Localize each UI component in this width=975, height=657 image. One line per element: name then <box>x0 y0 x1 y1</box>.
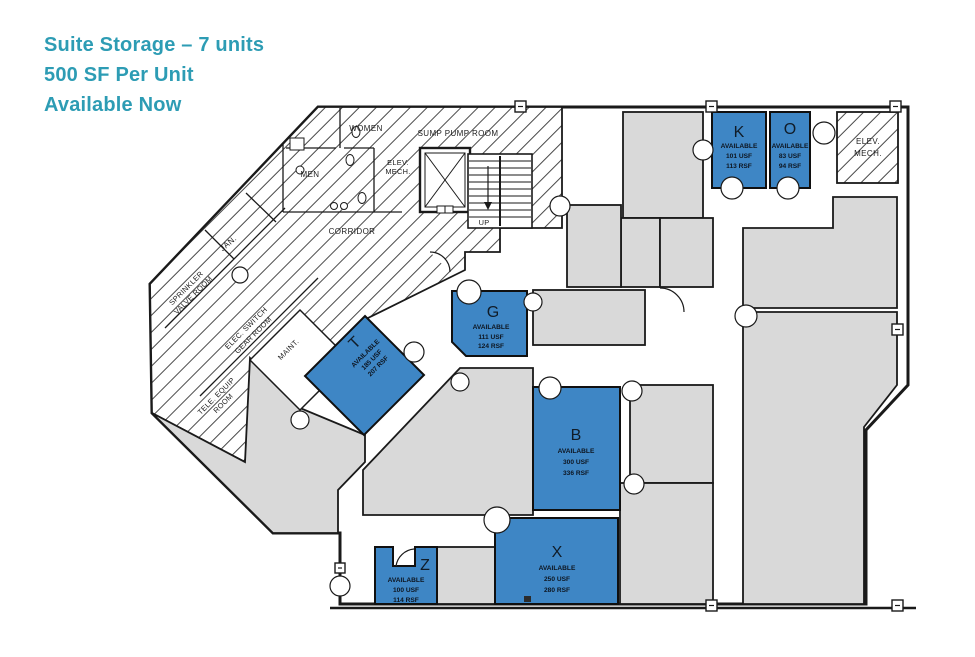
door-swings <box>231 121 836 597</box>
unit-X-usf: 250 USF <box>544 576 570 583</box>
sink-icon <box>330 202 338 210</box>
unit-Z-status: AVAILABLE <box>388 577 425 584</box>
wall-marker <box>514 100 527 113</box>
wall-marker <box>891 323 904 336</box>
room-elev-mech-core-label-1: ELEV. <box>387 158 409 167</box>
unit-B: B AVAILABLE 300 USF 336 RSF <box>532 376 621 511</box>
unit-G-letter: G <box>487 304 499 321</box>
unit-B-status: AVAILABLE <box>558 448 595 455</box>
title-block: Suite Storage – 7 units 500 SF Per Unit … <box>44 34 264 116</box>
room-elev-mech-core-label-2: MECH. <box>385 167 410 176</box>
unit-Z-shape <box>374 546 438 605</box>
unit-O-status: AVAILABLE <box>772 143 809 150</box>
wall-marker <box>334 562 346 574</box>
room-right-of-X <box>619 482 714 605</box>
bathroom-fixtures <box>289 126 367 210</box>
unit-B-usf: 300 USF <box>563 459 589 466</box>
room-top-left-of-K <box>622 111 704 219</box>
room-elev-mech-right <box>836 111 899 184</box>
stairs <box>467 153 533 229</box>
room-women-label: WOMEN <box>349 124 383 133</box>
room-elev-mech-right-label-1: ELEV. <box>856 137 880 146</box>
elevator-shaft <box>418 146 472 214</box>
unit-K-shape <box>711 111 767 189</box>
wall-marker <box>891 599 904 612</box>
available-units: K AVAILABLE 101 USF 113 RSF O AVAILABLE … <box>303 111 811 605</box>
unit-Z-letter: Z <box>420 557 430 574</box>
gray-rooms <box>151 111 898 605</box>
unit-X-rsf: 280 RSF <box>544 587 570 594</box>
unit-K: K AVAILABLE 101 USF 113 RSF <box>711 111 767 200</box>
room-right-of-B <box>629 384 714 484</box>
unit-O-shape <box>769 111 811 189</box>
toilet-icon <box>345 154 355 166</box>
unit-K-letter: K <box>734 124 745 141</box>
room-bottom-left-band <box>151 355 366 534</box>
unit-B-rsf: 336 RSF <box>563 470 589 477</box>
unit-O: O AVAILABLE 83 USF 94 RSF <box>769 111 811 200</box>
unit-T: T AVAILABLE 185 USF 207 RSF <box>303 314 426 437</box>
unit-G-door <box>456 279 482 305</box>
room-men-label: MEN <box>301 170 320 179</box>
unit-O-door <box>776 176 800 200</box>
unit-X: X AVAILABLE 250 USF 280 RSF <box>483 506 619 605</box>
stairs-up-label: UP <box>479 218 490 227</box>
room-mid-2 <box>659 217 714 288</box>
unit-X-shape <box>494 517 619 605</box>
unit-X-door <box>483 506 511 534</box>
room-elev-mech-right-label-2: MECH. <box>854 149 882 158</box>
title-line-1: Suite Storage – 7 units <box>44 34 264 56</box>
wall-marker <box>889 100 902 113</box>
core-interior-walls <box>164 108 402 397</box>
title-line-3: Available Now <box>44 94 182 116</box>
wall-markers <box>334 100 904 612</box>
unit-X-fixture <box>524 596 531 602</box>
unit-K-door <box>720 176 744 200</box>
room-mid-1 <box>620 217 661 288</box>
wall-marker <box>705 599 718 612</box>
room-center-top <box>566 204 622 288</box>
unit-Z-door <box>395 548 415 567</box>
room-left-of-B <box>362 367 534 516</box>
unit-B-shape <box>532 386 621 511</box>
room-right-upper <box>742 196 898 309</box>
unit-G-shape <box>451 290 528 357</box>
unit-K-usf: 101 USF <box>726 153 752 160</box>
unit-B-door <box>538 376 562 400</box>
unit-Z-rsf: 114 RSF <box>393 597 419 604</box>
unit-G: G AVAILABLE 111 USF 124 RSF <box>451 279 528 357</box>
wall-marker <box>705 100 718 113</box>
unit-B-letter: B <box>571 427 582 444</box>
unit-Z: Z AVAILABLE 100 USF 114 RSF <box>374 546 438 605</box>
unit-G-rsf: 124 RSF <box>478 343 504 350</box>
unit-O-usf: 83 USF <box>779 153 801 160</box>
toilet-icon <box>357 192 367 204</box>
unit-T-door <box>403 341 425 363</box>
title-line-2: 500 SF Per Unit <box>44 64 194 86</box>
room-between-Z-and-X <box>436 546 496 605</box>
unit-O-letter: O <box>784 121 796 138</box>
room-sump-pump-label: SUMP PUMP ROOM <box>418 129 499 138</box>
unit-K-rsf: 113 RSF <box>726 163 752 170</box>
room-right-of-G <box>532 289 646 346</box>
unit-O-rsf: 94 RSF <box>779 163 801 170</box>
unit-X-letter: X <box>552 544 563 561</box>
sink-counter <box>289 137 305 151</box>
unit-X-status: AVAILABLE <box>539 565 576 572</box>
unit-G-usf: 111 USF <box>478 334 503 341</box>
unit-G-status: AVAILABLE <box>473 324 510 331</box>
corridor-label: CORRIDOR <box>329 227 376 236</box>
room-right-lower <box>742 311 898 605</box>
unit-Z-usf: 100 USF <box>393 587 419 594</box>
toilet-icon <box>351 126 361 138</box>
sink-icon <box>340 202 348 210</box>
unit-K-status: AVAILABLE <box>721 143 758 150</box>
toilet-icon <box>295 165 305 175</box>
